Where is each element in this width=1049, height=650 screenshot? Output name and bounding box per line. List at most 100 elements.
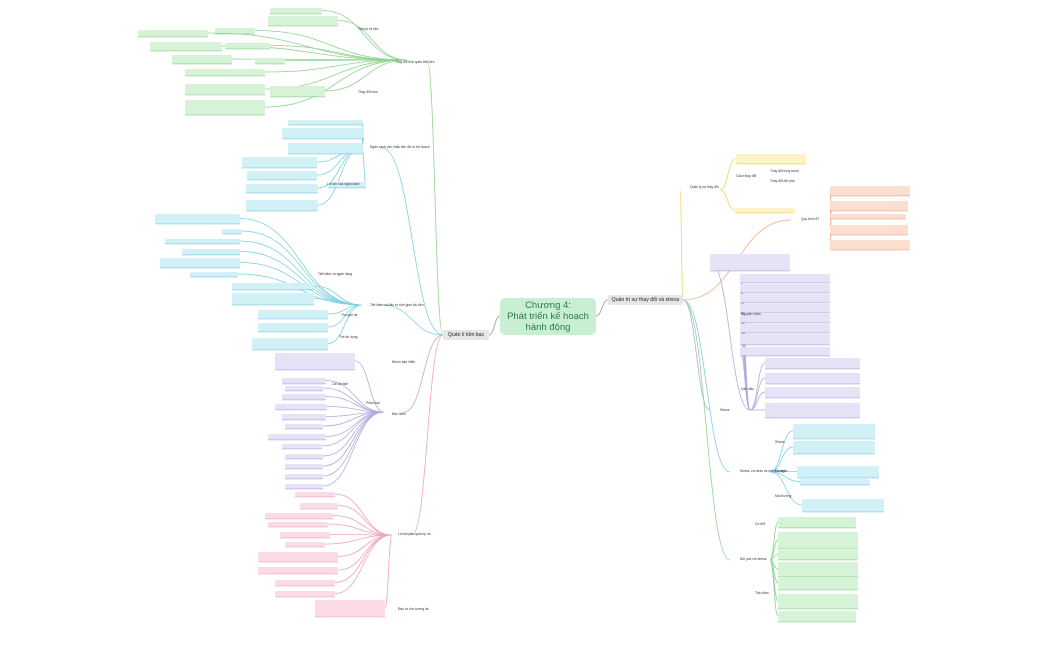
leaf-node-right-3-2[interactable] [797, 466, 879, 477]
leaf-node-left-3-5[interactable] [282, 414, 326, 419]
leaf-node-right-3-4[interactable] [802, 499, 884, 511]
leaf-node-right-2-0[interactable] [710, 254, 790, 270]
leaf-node-right-1-3[interactable] [830, 225, 908, 234]
topic-quan-tri-thay-doi[interactable]: Quản trị sự thay đổi và stress [608, 295, 683, 305]
leaf-node-left-3-12[interactable] [285, 484, 323, 488]
leaf-node-right-3-0[interactable] [793, 424, 875, 438]
leaf-node-left-0-11[interactable] [185, 100, 265, 114]
leaf-node-left-2-0[interactable] [155, 214, 240, 223]
leaf-node-left-4-2[interactable] [265, 513, 333, 518]
leaf-node-left-3-0[interactable] [275, 353, 355, 369]
leaf-node-left-3-10[interactable] [285, 464, 323, 468]
leaf-node-right-0-1[interactable] [735, 208, 795, 212]
leaf-node-left-3-7[interactable] [268, 434, 326, 439]
leaf-node-left-3-4[interactable] [275, 404, 327, 409]
connector [381, 304, 444, 336]
leaf-node-left-1-0[interactable] [288, 120, 363, 124]
leaf-node-left-2-4[interactable] [160, 258, 240, 267]
label-ngan-sach: Ngân sách cân nhắc tiền đã có kế hoạch [370, 144, 430, 149]
leaf-node-right-4-5[interactable] [778, 594, 858, 608]
leaf-node-right-3-1[interactable] [793, 441, 875, 453]
leaf-node-right-1-2[interactable] [830, 214, 906, 218]
leaf-node-right-0-0[interactable] [736, 154, 806, 163]
leaf-node-left-2-8[interactable] [258, 310, 328, 318]
leaf-node-left-4-1[interactable] [300, 503, 338, 508]
leaf-node-left-2-1[interactable] [222, 229, 242, 233]
leaf-node-left-0-7[interactable] [172, 55, 232, 63]
leaf-node-left-4-8[interactable] [275, 580, 335, 585]
leaf-node-right-4-4[interactable] [778, 577, 858, 589]
leaf-node-left-4-10[interactable] [315, 600, 385, 616]
leaf-node-left-0-1[interactable] [268, 16, 338, 25]
leaf-node-right-1-0[interactable] [830, 186, 910, 195]
leaf-node-left-1-4[interactable] [242, 157, 317, 167]
leaf-node-left-2-5[interactable] [190, 272, 238, 276]
leaf-node-left-2-3[interactable] [182, 249, 240, 254]
leaf-node-left-0-0[interactable] [270, 8, 322, 13]
leaf-node-right-2-9[interactable] [765, 358, 860, 368]
leaf-node-right-2-8[interactable] [740, 347, 830, 355]
leaf-node-right-4-6[interactable] [778, 611, 856, 621]
central-topic[interactable]: Chương 4: Phát triển kế hoạch hành động [500, 298, 596, 335]
leaf-node-left-0-9[interactable] [185, 69, 265, 75]
leaf-node-left-3-8[interactable] [282, 444, 322, 448]
connector [679, 189, 684, 301]
leaf-node-right-2-12[interactable] [765, 403, 860, 417]
connector [411, 334, 444, 536]
leaf-node-left-2-7[interactable] [232, 293, 314, 304]
leaf-node-left-3-2[interactable] [285, 386, 323, 390]
leaf-node-left-3-6[interactable] [285, 424, 323, 428]
leaf-node-left-0-8[interactable] [270, 86, 325, 96]
leaf-node-left-3-9[interactable] [285, 454, 323, 458]
leaf-node-left-4-4[interactable] [280, 532, 330, 537]
leaf-node-right-1-1[interactable] [830, 201, 908, 210]
leaf-node-right-3-3[interactable] [800, 479, 870, 484]
leaf-node-left-4-9[interactable] [275, 591, 335, 596]
label-tinh-than: Tinh thần [755, 591, 769, 595]
leaf-node-left-2-9[interactable] [258, 323, 328, 331]
leaf-node-right-2-3[interactable] [740, 294, 830, 302]
topic-quan-ly-tien-bac[interactable]: Quản lí tiền bạc [443, 330, 489, 340]
leaf-node-left-1-7[interactable] [246, 200, 318, 210]
leaf-node-right-4-1[interactable] [778, 532, 858, 548]
leaf-node-left-1-2[interactable] [288, 143, 363, 153]
label-tiet-kiem: Tiết kiệm và đầu tư thời gian thu tiện [370, 303, 424, 307]
label-thay-doi-thoi-quen: Thay đổi thói quen tiêu tiền [395, 60, 435, 64]
leaf-node-left-2-2[interactable] [165, 239, 240, 243]
leaf-node-left-1-6[interactable] [246, 184, 318, 192]
leaf-node-left-1-5[interactable] [247, 171, 317, 179]
leaf-node-left-2-10[interactable] [252, 338, 328, 349]
leaf-node-left-0-5[interactable] [150, 42, 222, 50]
leaf-node-right-4-0[interactable] [778, 517, 856, 527]
leaf-node-right-2-10[interactable] [765, 373, 860, 383]
leaf-node-right-4-2[interactable] [778, 550, 858, 559]
leaf-node-left-4-3[interactable] [268, 522, 328, 526]
leaf-node-right-2-11[interactable] [765, 387, 860, 397]
leaf-node-left-4-7[interactable] [258, 567, 338, 573]
leaf-node-left-4-6[interactable] [258, 552, 338, 561]
leaf-node-left-0-6[interactable] [255, 58, 285, 63]
leaf-node-left-4-0[interactable] [295, 492, 335, 496]
leaf-node-right-2-7[interactable] [740, 334, 830, 344]
leaf-node-right-2-2[interactable] [740, 284, 830, 292]
leaf-node-left-0-4[interactable] [225, 43, 270, 48]
leaf-node-left-3-11[interactable] [285, 474, 323, 478]
label-quy-trinh: Quy trình 5T [801, 217, 819, 221]
leaf-node-right-2-6[interactable] [740, 324, 830, 332]
leaf-node-left-3-1[interactable] [282, 378, 326, 383]
leaf-node-left-2-6[interactable] [232, 283, 314, 289]
leaf-node-left-3-3[interactable] [282, 394, 326, 399]
leaf-node-right-1-4[interactable] [830, 240, 910, 249]
leaf-node-left-0-2[interactable] [215, 28, 255, 33]
leaf-node-right-2-1[interactable] [740, 274, 830, 282]
leaf-node-right-2-4[interactable] [740, 304, 830, 312]
label-quan-ly-thay-doi: Quản lý sự thay đổi [690, 185, 719, 189]
leaf-node-right-2-5[interactable] [740, 314, 830, 322]
leaf-node-left-4-5[interactable] [285, 542, 325, 546]
leaf-node-right-4-3[interactable] [778, 562, 858, 576]
leaf-node-left-0-10[interactable] [185, 84, 265, 94]
leaf-node-left-1-3[interactable] [328, 182, 366, 187]
leaf-node-left-0-3[interactable] [138, 30, 208, 36]
leaf-node-left-1-1[interactable] [282, 128, 364, 138]
connector [317, 147, 363, 206]
